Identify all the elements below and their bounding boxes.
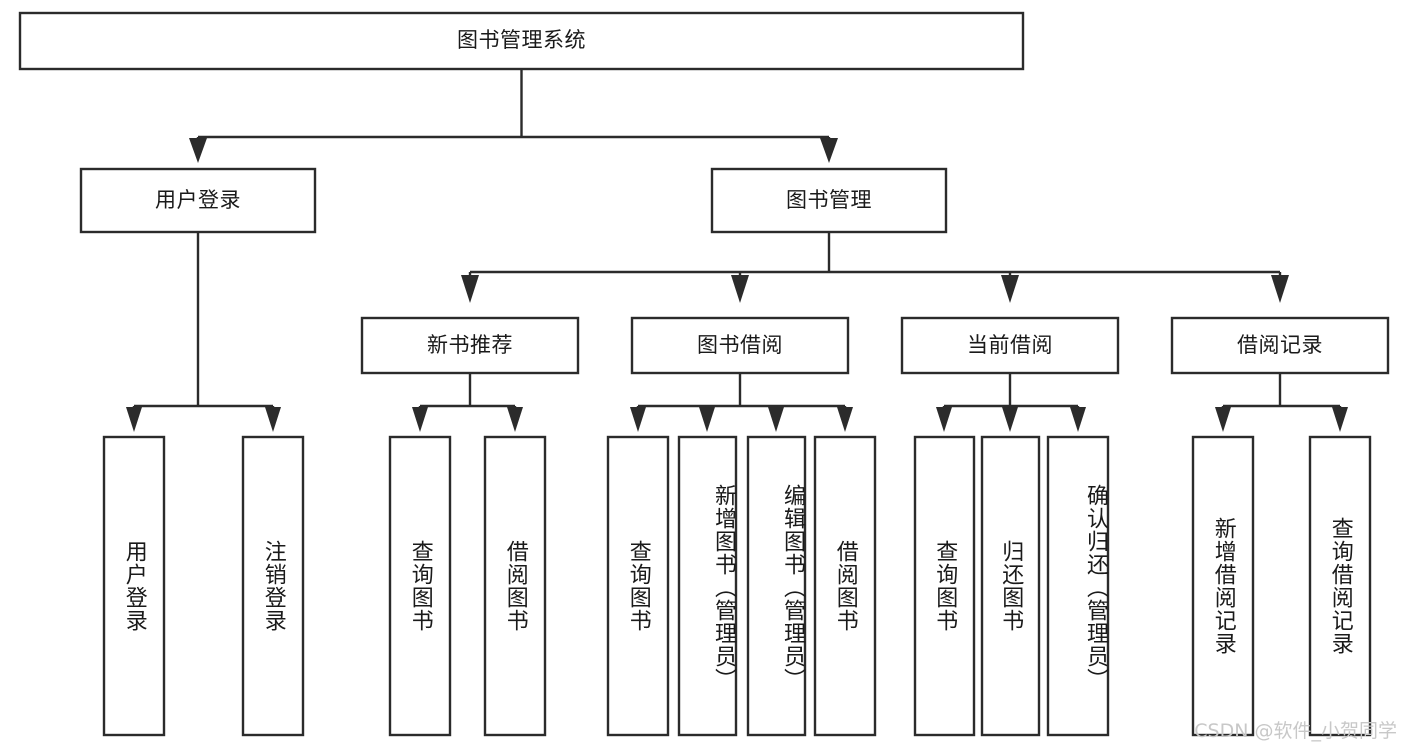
leaf-box-borrow-book-b[interactable] bbox=[813, 435, 877, 737]
leaf-box-return-book[interactable] bbox=[980, 435, 1041, 737]
node-box-current-borrow[interactable] bbox=[900, 316, 1120, 375]
leaf-box-add-book[interactable] bbox=[677, 435, 738, 737]
arrow-head-leaf-add-book bbox=[699, 407, 715, 432]
arrow-head-leaf-confirm-return bbox=[1070, 407, 1086, 432]
leaf-box-edit-book[interactable] bbox=[746, 435, 807, 737]
arrow-head-leaf-return-book bbox=[1002, 407, 1018, 432]
leaf-box-borrow-book-a[interactable] bbox=[483, 435, 547, 737]
connector-group-user-login bbox=[126, 232, 281, 432]
leaf-box-query-book-c[interactable] bbox=[913, 435, 976, 737]
node-box-book-borrow[interactable] bbox=[630, 316, 850, 375]
node-box-new-book-recommend[interactable] bbox=[360, 316, 580, 375]
connector-group-root bbox=[189, 69, 838, 163]
arrow-head-book-borrow bbox=[731, 275, 749, 303]
arrow-head-borrow-record bbox=[1271, 275, 1289, 303]
connector-group-current-borrow bbox=[936, 373, 1086, 432]
leaf-box-query-book-b[interactable] bbox=[606, 435, 670, 737]
connector-group-book-mgmt bbox=[461, 232, 1289, 303]
leaf-box-confirm-return[interactable] bbox=[1046, 435, 1110, 737]
arrow-head-leaf-user-login bbox=[126, 407, 142, 432]
node-box-book-management[interactable] bbox=[710, 167, 948, 234]
leaf-box-query-book-a[interactable] bbox=[388, 435, 452, 737]
connector-group-new-book-rec bbox=[412, 373, 523, 432]
arrow-head-book-mgmt bbox=[820, 138, 838, 163]
arrow-head-leaf-edit-book bbox=[768, 407, 784, 432]
node-box-root[interactable] bbox=[18, 11, 1025, 71]
leaf-box-add-record[interactable] bbox=[1191, 435, 1255, 737]
leaf-box-user-login[interactable] bbox=[102, 435, 166, 737]
node-box-borrow-record[interactable] bbox=[1170, 316, 1390, 375]
arrow-head-leaf-query-book-c bbox=[936, 407, 952, 432]
arrow-head-leaf-borrow-book-b bbox=[837, 407, 853, 432]
connector-group-borrow-record bbox=[1215, 373, 1348, 432]
leaf-box-query-record[interactable] bbox=[1308, 435, 1372, 737]
arrow-head-leaf-borrow-book-a bbox=[507, 407, 523, 432]
node-box-user-login[interactable] bbox=[79, 167, 317, 234]
arrow-head-leaf-query-record bbox=[1332, 407, 1348, 432]
arrow-head-leaf-query-book-a bbox=[412, 407, 428, 432]
arrow-head-leaf-logout bbox=[265, 407, 281, 432]
leaf-box-logout[interactable] bbox=[241, 435, 305, 737]
connector-group-book-borrow bbox=[630, 373, 853, 432]
arrow-head-new-book-rec bbox=[461, 275, 479, 303]
arrow-head-leaf-add-record bbox=[1215, 407, 1231, 432]
arrow-head-current-borrow bbox=[1001, 275, 1019, 303]
arrow-head-user-login bbox=[189, 138, 207, 163]
arrow-head-leaf-query-book-b bbox=[630, 407, 646, 432]
